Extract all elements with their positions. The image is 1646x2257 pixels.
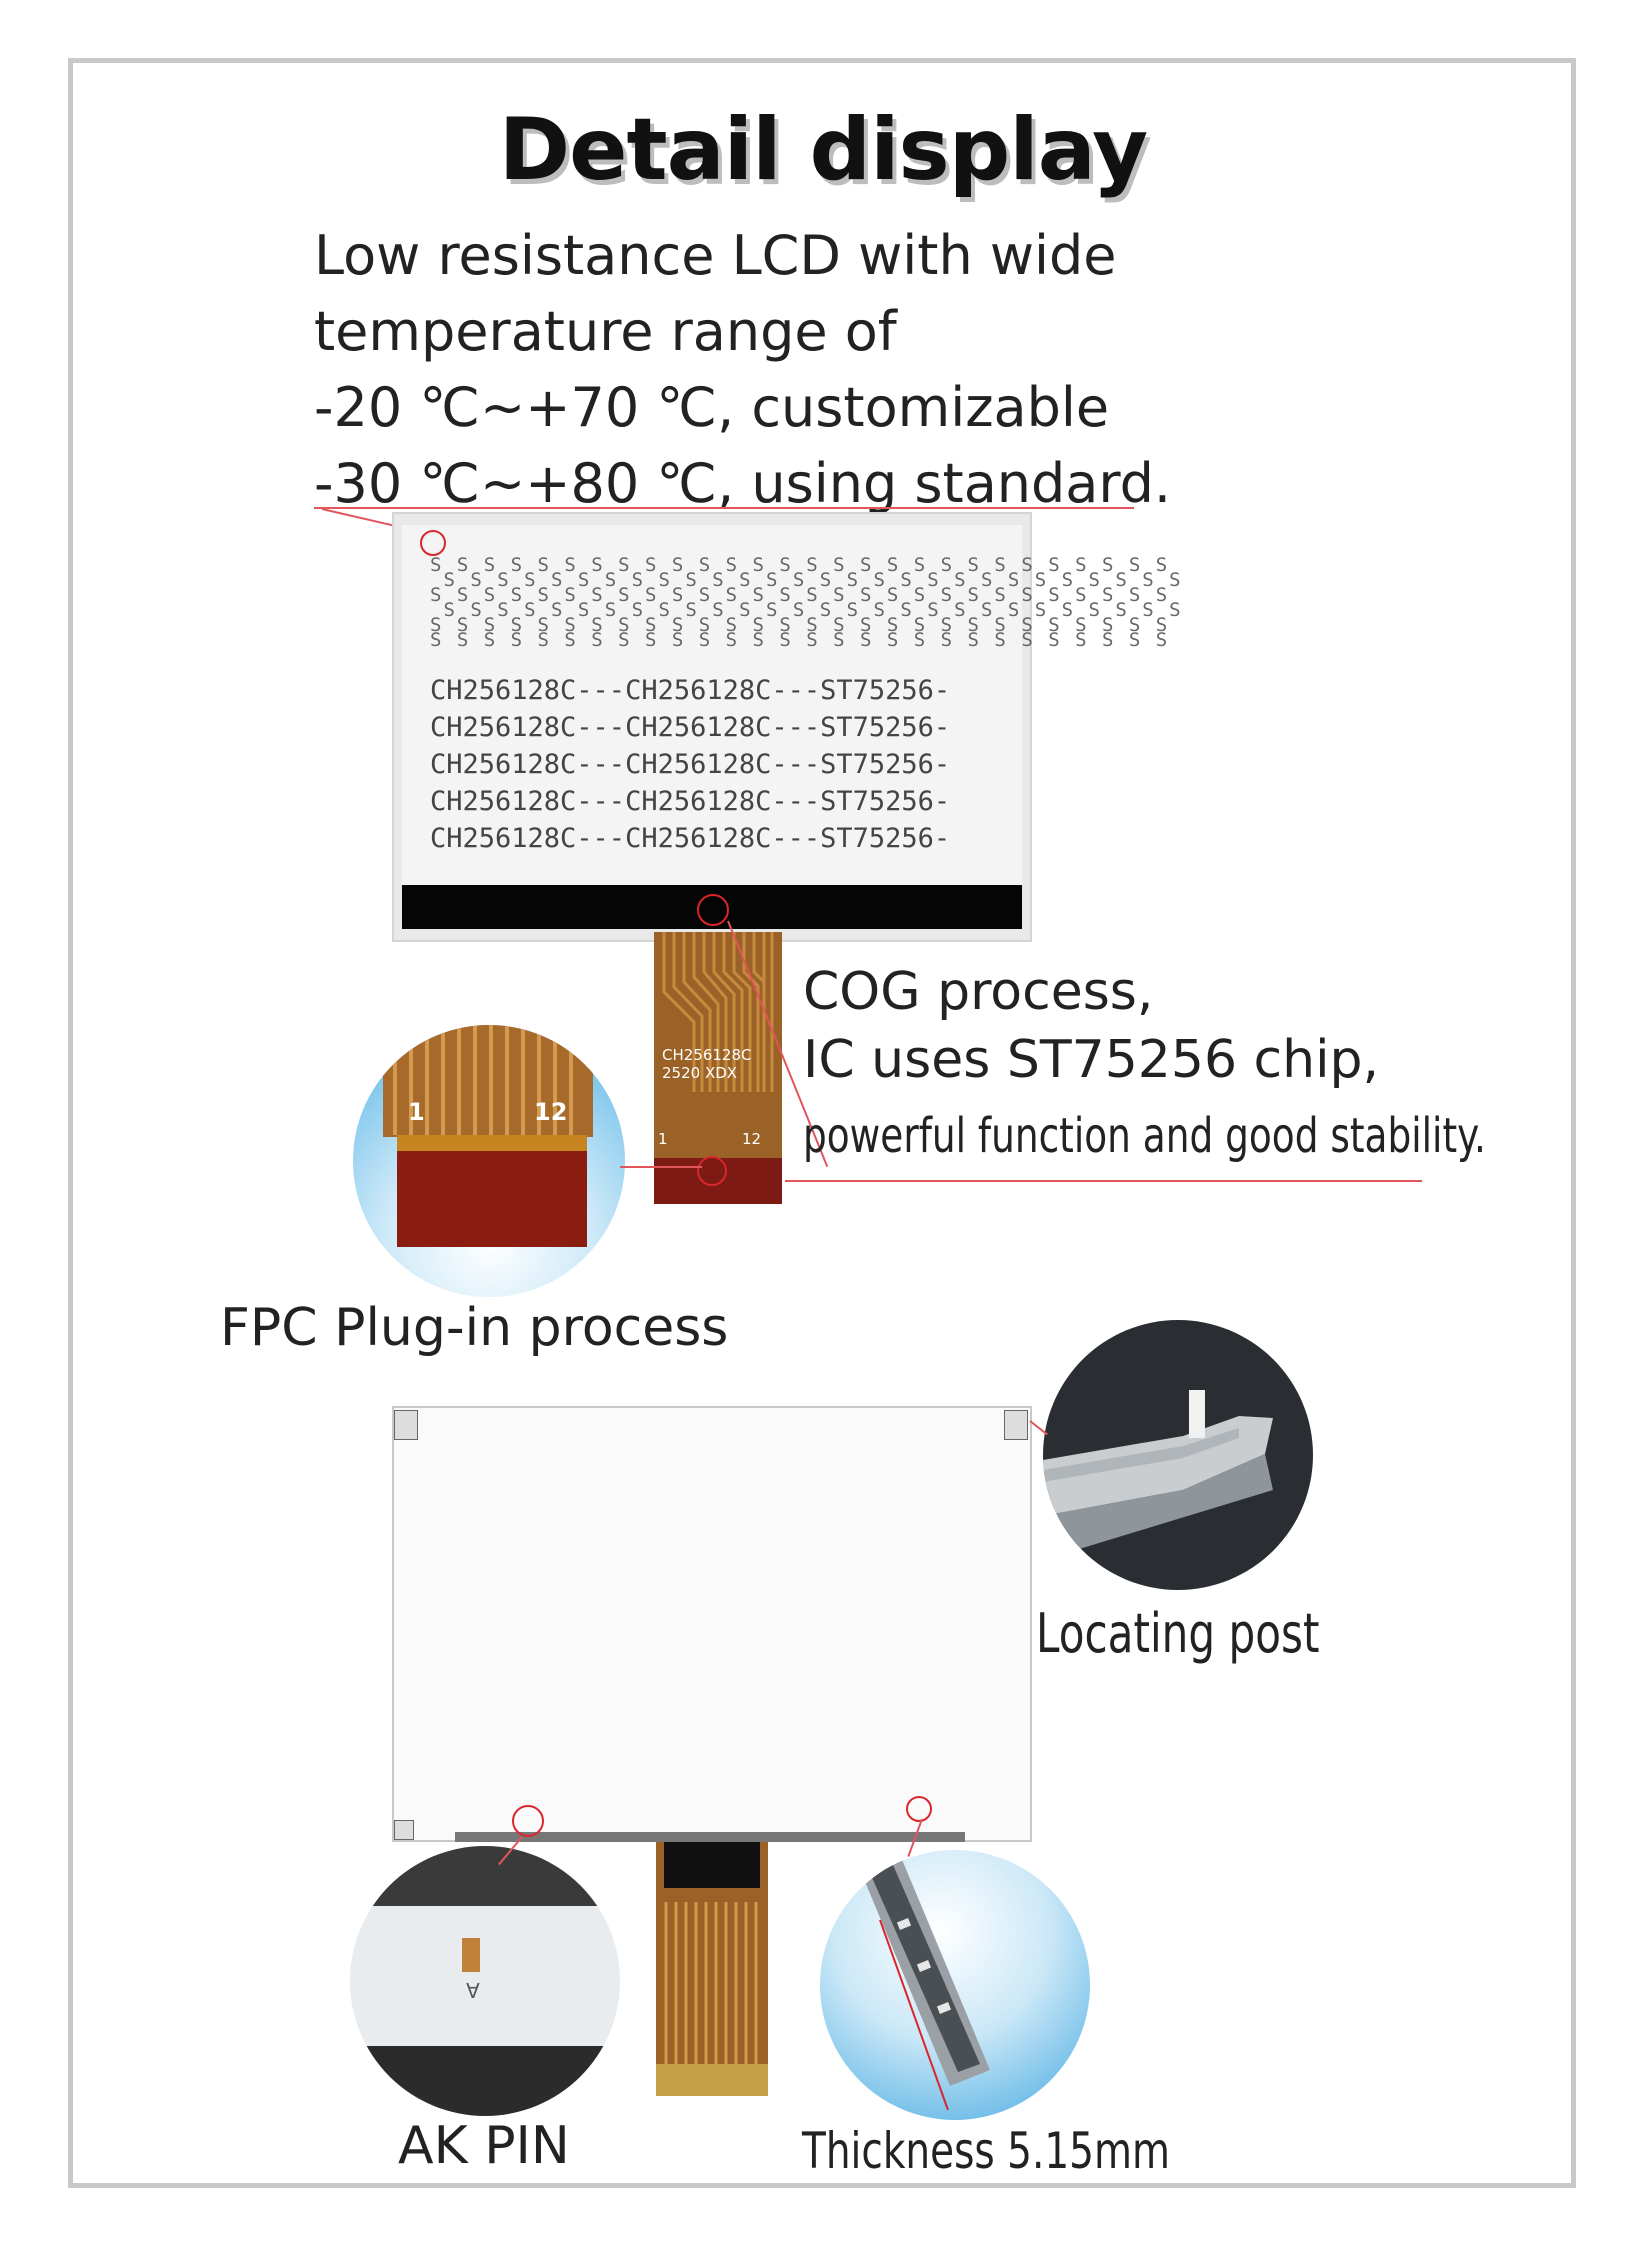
lcd-s-row: S S S S S S S S S S S S S S S S S S S S … <box>430 629 1170 651</box>
lcd-s-row: S S S S S S S S S S S S S S S S S S S S … <box>430 584 1170 606</box>
corner-post <box>394 1410 418 1440</box>
fpc-label-2: 2520 XDX <box>662 1064 738 1082</box>
lcd-s-pattern: S S S S S S S S S S S S S S S S S S S S … <box>430 554 1183 651</box>
fpc-pin-first: 1 <box>658 1130 668 1148</box>
thickness-photo <box>856 1850 990 2111</box>
fpc-plug-zoom <box>353 1025 625 1297</box>
lcd-screen <box>402 525 1022 885</box>
cog-line-2: IC uses ST75256 chip, <box>803 1030 1380 1090</box>
outer-frame <box>68 58 1576 2188</box>
fpc-back-traces <box>656 1842 768 2096</box>
locating-post-label: Locating post <box>1036 1602 1320 1665</box>
corner-post <box>1004 1410 1028 1440</box>
desc-line-1: Low resistance LCD with wide <box>314 224 1117 287</box>
thickness-zoom <box>820 1850 1090 2120</box>
locating-post-zoom <box>1043 1320 1313 1590</box>
lcd-text-line: CH256128C---CH256128C---ST75256- <box>430 749 951 780</box>
fpc-zoom-pin-last: 12 <box>534 1098 568 1126</box>
highlight-circle <box>512 1805 544 1837</box>
cog-underline <box>785 1180 1422 1182</box>
lcd-s-row: S S S S S S S S S S S S S S S S S S S S … <box>430 554 1170 576</box>
ak-pin-label: AK PIN <box>398 2116 570 2176</box>
temperature-description: Low resistance LCD with wide temperature… <box>314 218 1171 522</box>
panel-bottom-edge <box>455 1832 965 1842</box>
ak-pin-zoom <box>350 1846 620 2116</box>
thickness-label: Thickness 5.15mm <box>802 2122 1170 2180</box>
desc-line-4: -30 ℃~+80 ℃, using standard. <box>314 452 1172 515</box>
fpc-plug-photo <box>383 1025 593 1247</box>
highlight-circle <box>906 1796 932 1822</box>
ak-pin-mark: A <box>466 1978 480 2002</box>
lcd-text-line: CH256128C---CH256128C---ST75256- <box>430 786 951 817</box>
lcd-text-line: CH256128C---CH256128C---ST75256- <box>430 823 951 854</box>
desc-underline <box>314 507 1134 509</box>
lcd-s-row: S S S S S S S S S S S S S S S S S S S S … <box>430 599 1183 621</box>
lcd-s-row: S S S S S S S S S S S S S S S S S S S S … <box>430 614 1170 636</box>
highlight-circle <box>697 894 729 926</box>
fpc-cable-back <box>656 1842 768 2096</box>
fpc-pin-last: 12 <box>742 1130 762 1148</box>
highlight-circle <box>697 1156 727 1186</box>
page-title: Detail display <box>498 100 1148 200</box>
cog-line-1: COG process, <box>803 962 1154 1022</box>
lcd-text-line: CH256128C---CH256128C---ST75256- <box>430 712 951 743</box>
corner-post <box>394 1820 414 1840</box>
fpc-plug-label: FPC Plug-in process <box>220 1298 729 1358</box>
fpc-zoom-line <box>620 1166 702 1168</box>
fpc-zoom-pin-first: 1 <box>408 1098 425 1126</box>
fpc-label-1: CH256128C <box>662 1046 752 1064</box>
desc-line-2: temperature range of <box>314 300 897 363</box>
cog-line-3: powerful function and good stability. <box>803 1108 1486 1164</box>
lcd-text-block: CH256128C---CH256128C---ST75256- CH25612… <box>430 672 950 857</box>
ak-pin-photo <box>350 1846 620 2116</box>
lcd-s-row: S S S S S S S S S S S S S S S S S S S S … <box>430 569 1183 591</box>
locating-post-photo <box>1043 1390 1273 1560</box>
highlight-circle <box>420 530 446 556</box>
lcd-text-line: CH256128C---CH256128C---ST75256- <box>430 675 951 706</box>
lcd-panel-back <box>392 1406 1032 1842</box>
desc-line-3: -20 ℃~+70 ℃, customizable <box>314 376 1110 439</box>
